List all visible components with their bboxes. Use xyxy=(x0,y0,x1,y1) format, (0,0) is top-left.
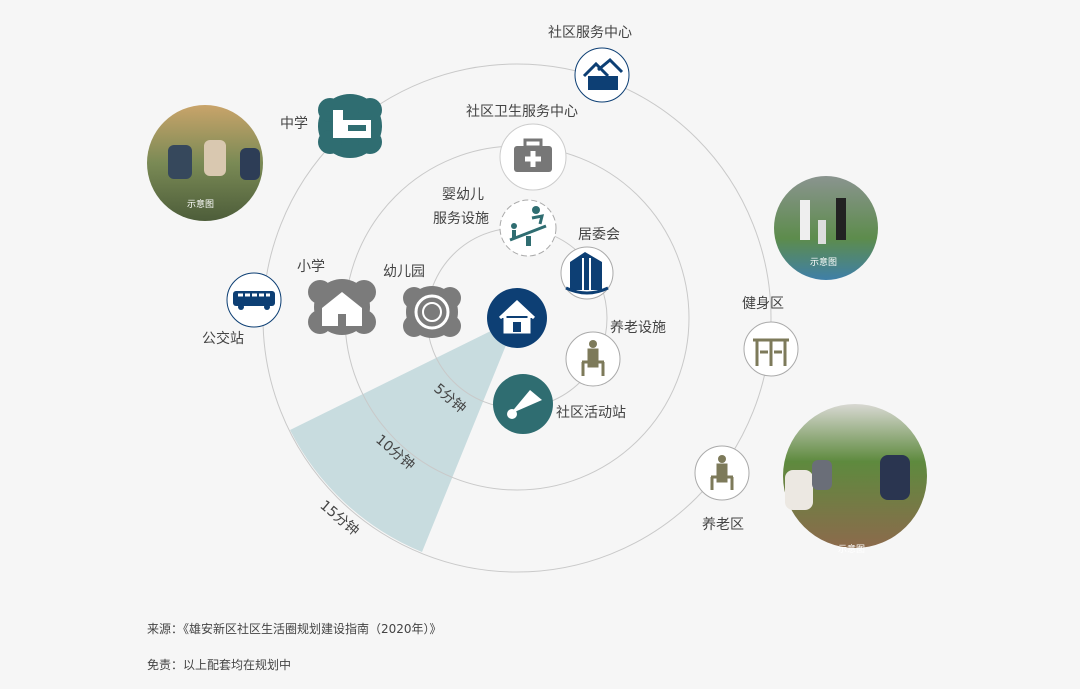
label-elderly-facilities: 养老设施 xyxy=(610,320,666,336)
label-community-health-center: 社区卫生服务中心 xyxy=(466,104,578,120)
disclaimer-note: 免责：以上配套均在规划中 xyxy=(147,658,292,672)
photo-elders-garden: 示意图 xyxy=(783,404,927,555)
label-community-service-center: 社区服务中心 xyxy=(548,25,632,41)
badminton-icon xyxy=(493,374,553,434)
photo-children-walking: 示意图 xyxy=(147,105,263,221)
label-community-activity-station: 社区活动站 xyxy=(556,405,626,421)
label-fitness-area: 健身区 xyxy=(742,296,784,312)
label-bus-stop: 公交站 xyxy=(202,330,244,347)
photo-family-jogging: 示意图 xyxy=(774,176,878,280)
label-primary-school: 小学 xyxy=(297,259,325,275)
fitness-equipment-icon xyxy=(743,321,799,377)
label-residents-committee: 居委会 xyxy=(578,227,620,243)
seated-elder-icon xyxy=(565,331,621,387)
walking-wedge xyxy=(290,318,517,552)
label-kindergarten: 幼儿园 xyxy=(383,264,425,280)
photo-caption: 示意图 xyxy=(187,198,214,210)
residents-committee-icon xyxy=(560,246,614,300)
photo-caption: 示意图 xyxy=(810,256,837,268)
label-middle-school: 中学 xyxy=(280,116,308,132)
community-service-center-icon xyxy=(574,47,630,103)
label-infant-services-2: 服务设施 xyxy=(433,211,489,227)
bus-icon xyxy=(226,272,282,328)
seesaw-icon xyxy=(499,199,557,257)
medical-kit-icon xyxy=(499,123,567,191)
primary-school-icon xyxy=(308,279,376,335)
source-note: 来源：《雄安新区社区生活圈规划建设指南（2020年）》 xyxy=(147,622,442,636)
photo-caption: 示意图 xyxy=(838,543,865,555)
label-infant-services-1: 婴幼儿 xyxy=(442,187,484,203)
seated-elder-icon-2 xyxy=(694,445,750,501)
label-elderly-area: 养老区 xyxy=(702,517,744,533)
middle-school-icon xyxy=(318,94,382,158)
home-icon xyxy=(487,288,547,348)
kindergarten-smiley-icon xyxy=(403,286,461,338)
